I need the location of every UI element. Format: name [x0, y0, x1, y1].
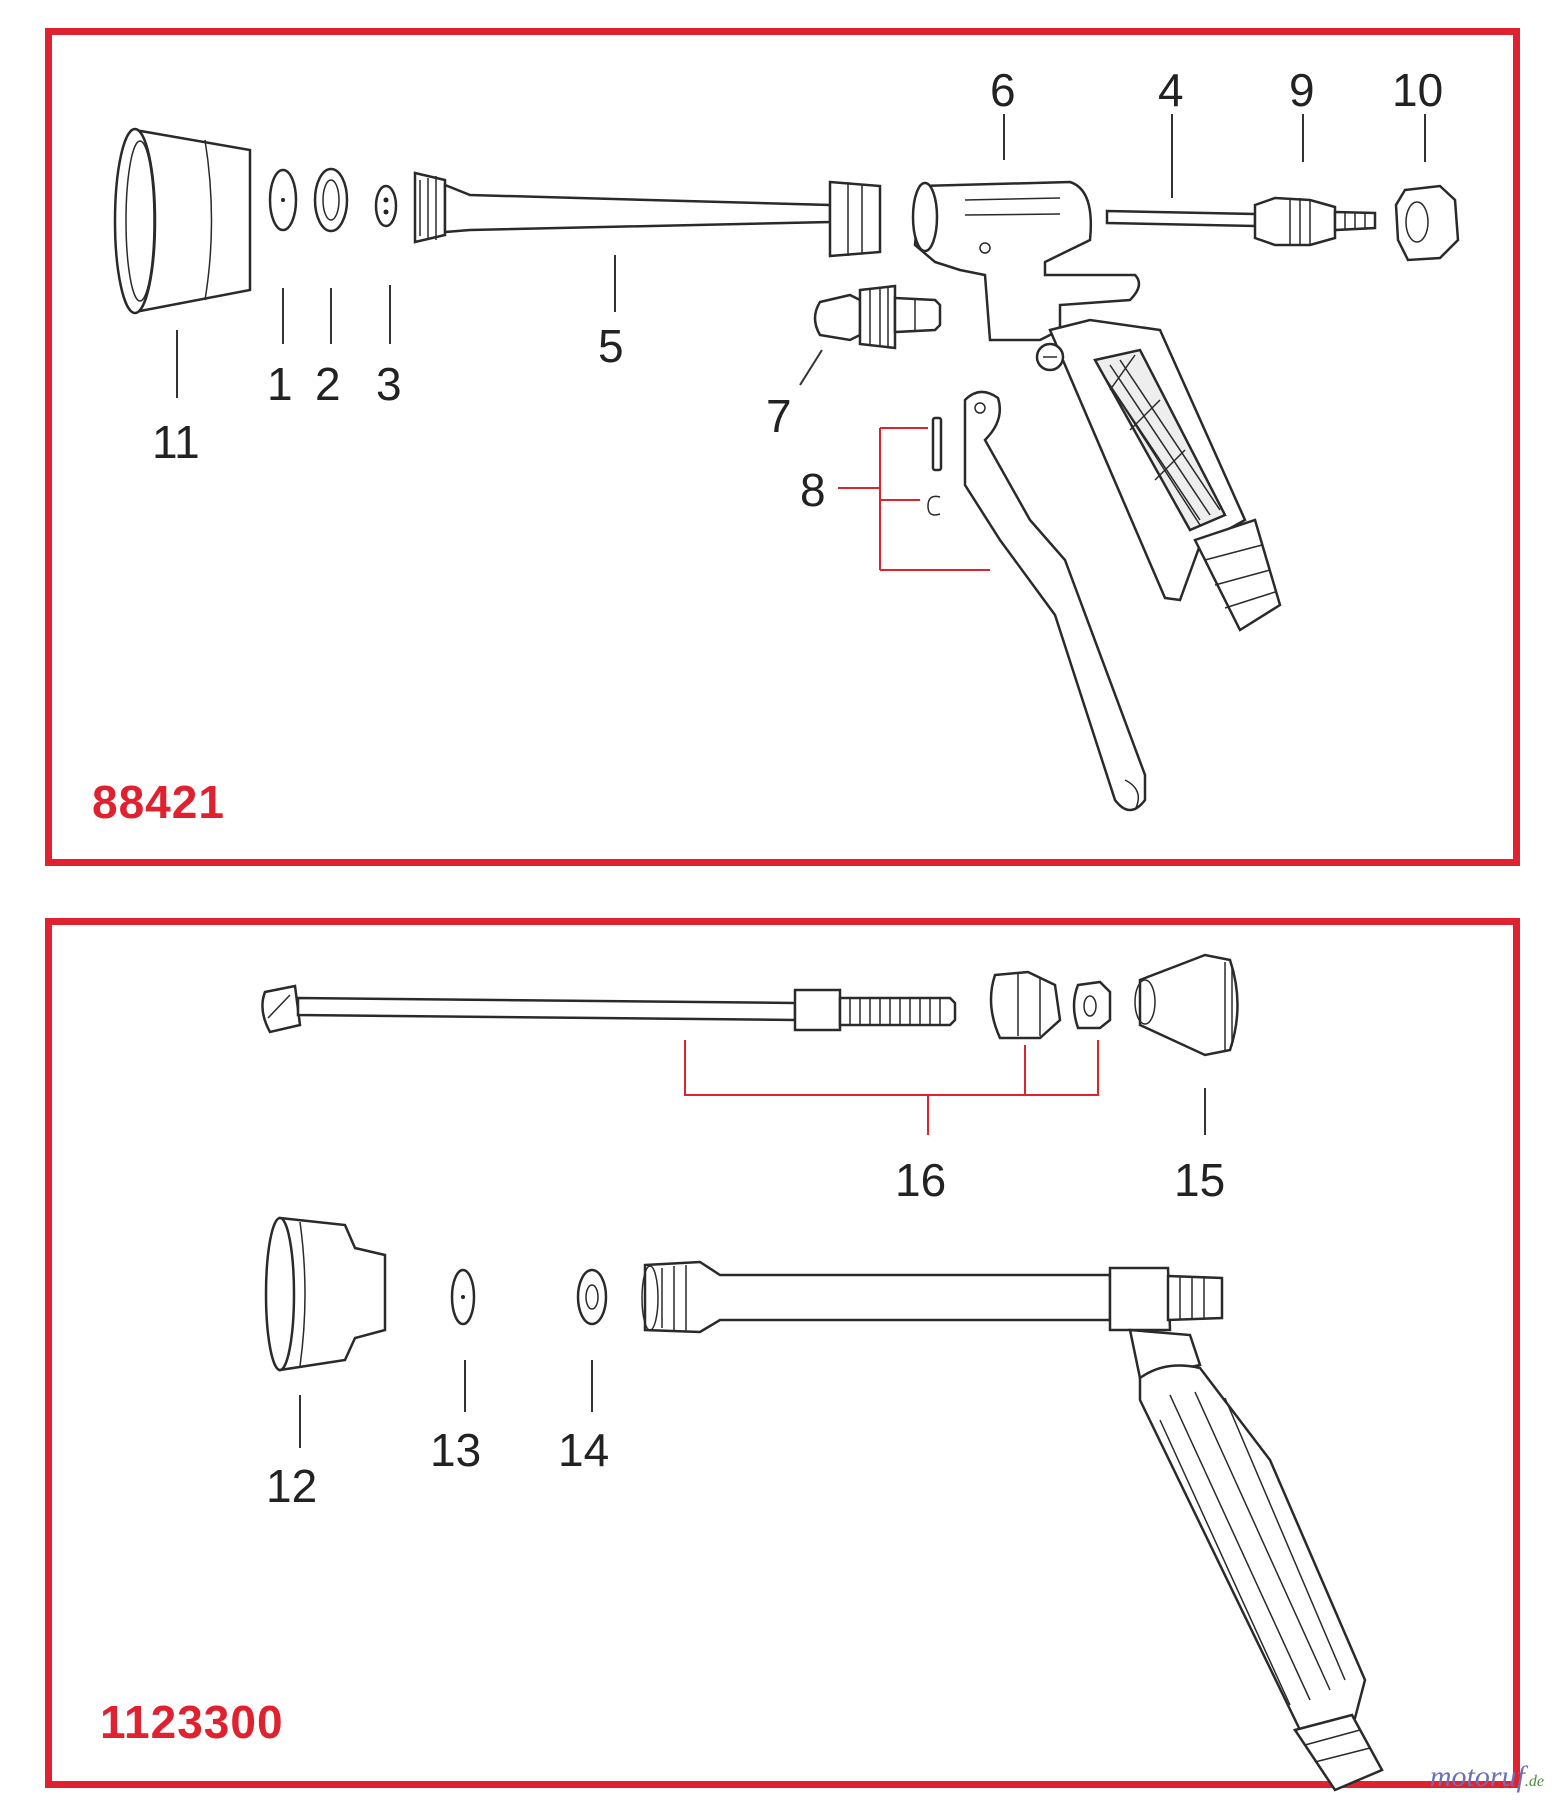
label-5: 5	[598, 320, 624, 372]
part-1-hole	[281, 198, 285, 202]
part-10-knob	[1394, 184, 1460, 262]
label-4: 4	[1158, 64, 1184, 116]
watermark: motoruf.de	[1430, 1760, 1544, 1794]
label-1: 1	[267, 358, 293, 410]
part-5-lance-tube	[413, 171, 882, 258]
panel-code-bottom: 1123300	[100, 1696, 284, 1748]
part-9-valve	[1253, 196, 1377, 247]
part-16-nut	[989, 970, 1062, 1040]
part-3-insert	[374, 184, 398, 228]
part-7-cartridge	[813, 284, 942, 350]
label-16: 16	[895, 1154, 946, 1206]
part-15-cap	[1134, 953, 1239, 1057]
label-14: 14	[558, 1424, 609, 1476]
label-13: 13	[430, 1424, 481, 1476]
part-11-nozzle-cap	[113, 127, 252, 315]
part-13-hole	[461, 1295, 465, 1299]
panel-88421: 88421	[45, 28, 1520, 866]
part-14-washer	[576, 1268, 608, 1326]
gun-grip	[1035, 318, 1282, 632]
bracket-16	[684, 1040, 1099, 1135]
label-10: 10	[1392, 64, 1443, 116]
label-7: 7	[766, 390, 792, 442]
part-12-nozzle	[264, 1216, 387, 1372]
panel-code-top: 88421	[92, 776, 225, 828]
handle-assembly	[641, 1260, 1384, 1792]
label-2: 2	[315, 358, 341, 410]
bracket-8	[838, 427, 990, 571]
part-8-trigger	[927, 390, 1147, 812]
label-6: 6	[990, 64, 1016, 116]
watermark-main: motoruf	[1429, 1760, 1525, 1793]
part-16-lance	[261, 984, 957, 1034]
label-8: 8	[800, 464, 826, 516]
part-4-rod	[1105, 209, 1257, 228]
part-16-small-nut	[1072, 980, 1112, 1030]
label-3: 3	[376, 358, 402, 410]
label-15: 15	[1174, 1154, 1225, 1206]
part-2-washer	[313, 167, 349, 233]
part-6-gun-body	[911, 180, 1141, 342]
label-11: 11	[152, 416, 200, 468]
watermark-suffix: .de	[1524, 1773, 1544, 1790]
leader-7	[799, 349, 823, 386]
label-12: 12	[266, 1460, 317, 1512]
label-9: 9	[1289, 64, 1315, 116]
